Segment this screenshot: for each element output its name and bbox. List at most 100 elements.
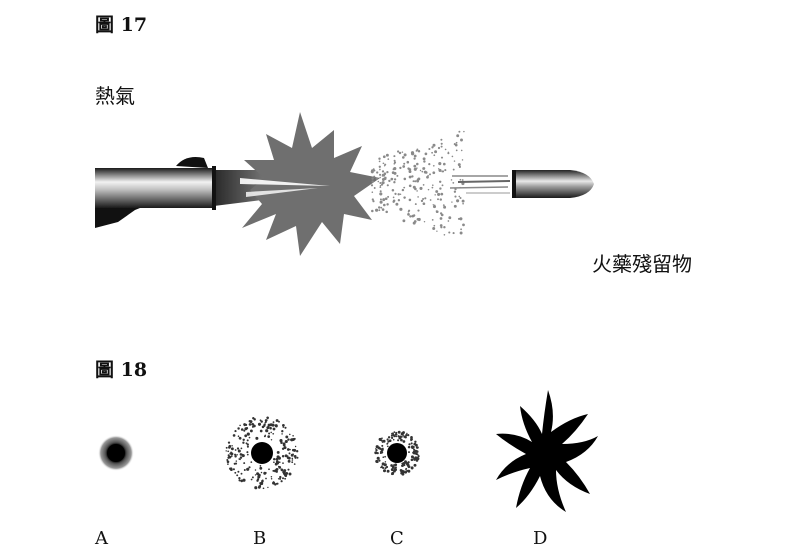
speckle-dot: [254, 486, 258, 490]
speckle-dot: [259, 482, 262, 485]
speckle-dot: [232, 468, 235, 471]
speckle-dot: [440, 213, 444, 217]
speckle-dot: [431, 218, 434, 221]
speckle-dot: [270, 477, 273, 480]
speckle-dot: [259, 466, 263, 470]
speckle-dot: [243, 462, 246, 465]
speckle-dot: [399, 207, 403, 211]
speckle-dot: [254, 474, 257, 476]
speckle-dot: [227, 450, 230, 453]
speckle-dot: [417, 177, 421, 181]
speckle-dot: [272, 481, 275, 484]
speckle-dot: [373, 175, 376, 178]
speckle-dot: [282, 443, 286, 447]
speckle-dot: [440, 192, 444, 196]
speckle-dot: [296, 456, 299, 459]
speckle-dot: [246, 467, 250, 471]
speckle-dot: [417, 196, 419, 198]
speckle-dot: [384, 467, 387, 470]
speckle-dot: [268, 468, 270, 471]
speckle-dot: [438, 168, 442, 172]
speckle-dot: [388, 179, 391, 183]
option-a-label: A: [95, 528, 108, 549]
speckle-dot: [407, 445, 411, 449]
speckle-dot: [246, 432, 250, 436]
speckle-dot: [377, 446, 381, 450]
speckle-dot: [424, 197, 427, 200]
speckle-dot: [411, 467, 414, 470]
speckle-dot: [412, 180, 415, 183]
speckle-dot: [413, 214, 416, 216]
speckle-dot: [379, 200, 383, 204]
speckle-dot: [387, 195, 390, 198]
figure-18-label: 圖 18: [95, 359, 148, 381]
speckle-dot: [443, 162, 446, 166]
speckle-dot: [401, 188, 405, 192]
speckle-dot: [256, 479, 259, 482]
speckle-dot: [394, 463, 398, 467]
speckle-dot: [405, 433, 408, 437]
figure-17-label: 圖 17: [95, 14, 148, 36]
speckle-dot: [395, 202, 399, 206]
speckle-dot: [463, 130, 465, 133]
speckle-dot: [380, 198, 382, 201]
speckle-dot: [384, 197, 388, 201]
speckle-dot: [279, 477, 282, 480]
speckle-dot: [225, 446, 228, 449]
speckle-dot: [401, 435, 403, 438]
speckle-dot: [407, 167, 410, 170]
speckle-dot: [382, 456, 385, 459]
speckle-dot: [406, 160, 410, 164]
speckle-dot: [435, 190, 439, 193]
speckle-dot: [227, 454, 230, 457]
speckle-dot: [408, 175, 412, 179]
speckle-dot: [378, 209, 381, 212]
speckle-dot: [251, 476, 254, 479]
speckle-dot: [459, 231, 463, 235]
speckle-dot: [414, 440, 417, 443]
speckle-dot: [275, 419, 279, 422]
speckle-dot: [422, 157, 426, 161]
speckle-dot: [431, 151, 433, 154]
speckle-dot: [444, 169, 447, 172]
speckle-dot: [393, 178, 397, 181]
speckle-dot: [459, 197, 462, 199]
speckle-dot: [419, 169, 422, 172]
speckle-dot: [428, 147, 431, 151]
speckle-dot: [284, 439, 288, 444]
speckle-dot: [280, 480, 283, 483]
speckle-dot: [451, 155, 454, 158]
speckle-dot: [246, 445, 249, 448]
speckle-dot: [282, 462, 284, 464]
speckle-dot: [393, 161, 397, 164]
speckle-dot: [375, 177, 378, 180]
speckle-dot: [250, 461, 253, 463]
speckle-dot: [437, 192, 441, 196]
speckle-dot: [416, 446, 419, 449]
speckle-dot: [401, 151, 404, 153]
speckle-dot: [236, 447, 240, 450]
speckle-dot: [450, 179, 453, 181]
speckle-dot: [394, 193, 397, 195]
speckle-dot: [456, 134, 460, 138]
speckle-dot: [386, 442, 389, 445]
speckle-dot: [249, 429, 253, 433]
speckle-dot: [413, 463, 417, 467]
option-b-label: B: [253, 528, 267, 549]
speckle-dot: [289, 448, 291, 451]
speckle-dot: [257, 486, 261, 489]
speckle-dot: [234, 449, 237, 451]
speckle-dot: [293, 448, 297, 452]
speckle-dot: [229, 452, 232, 455]
speckle-dot: [431, 146, 434, 149]
speckle-dot: [242, 438, 245, 441]
speckle-dot: [230, 468, 233, 472]
speckle-dot: [275, 457, 279, 461]
speckle-dot: [410, 458, 414, 462]
speckle-dot: [248, 423, 252, 426]
speckle-dot: [451, 201, 453, 203]
speckle-dot: [276, 461, 280, 465]
speckle-dot: [433, 154, 436, 157]
speckle-dot: [272, 469, 275, 472]
speckle-dot: [283, 446, 287, 450]
